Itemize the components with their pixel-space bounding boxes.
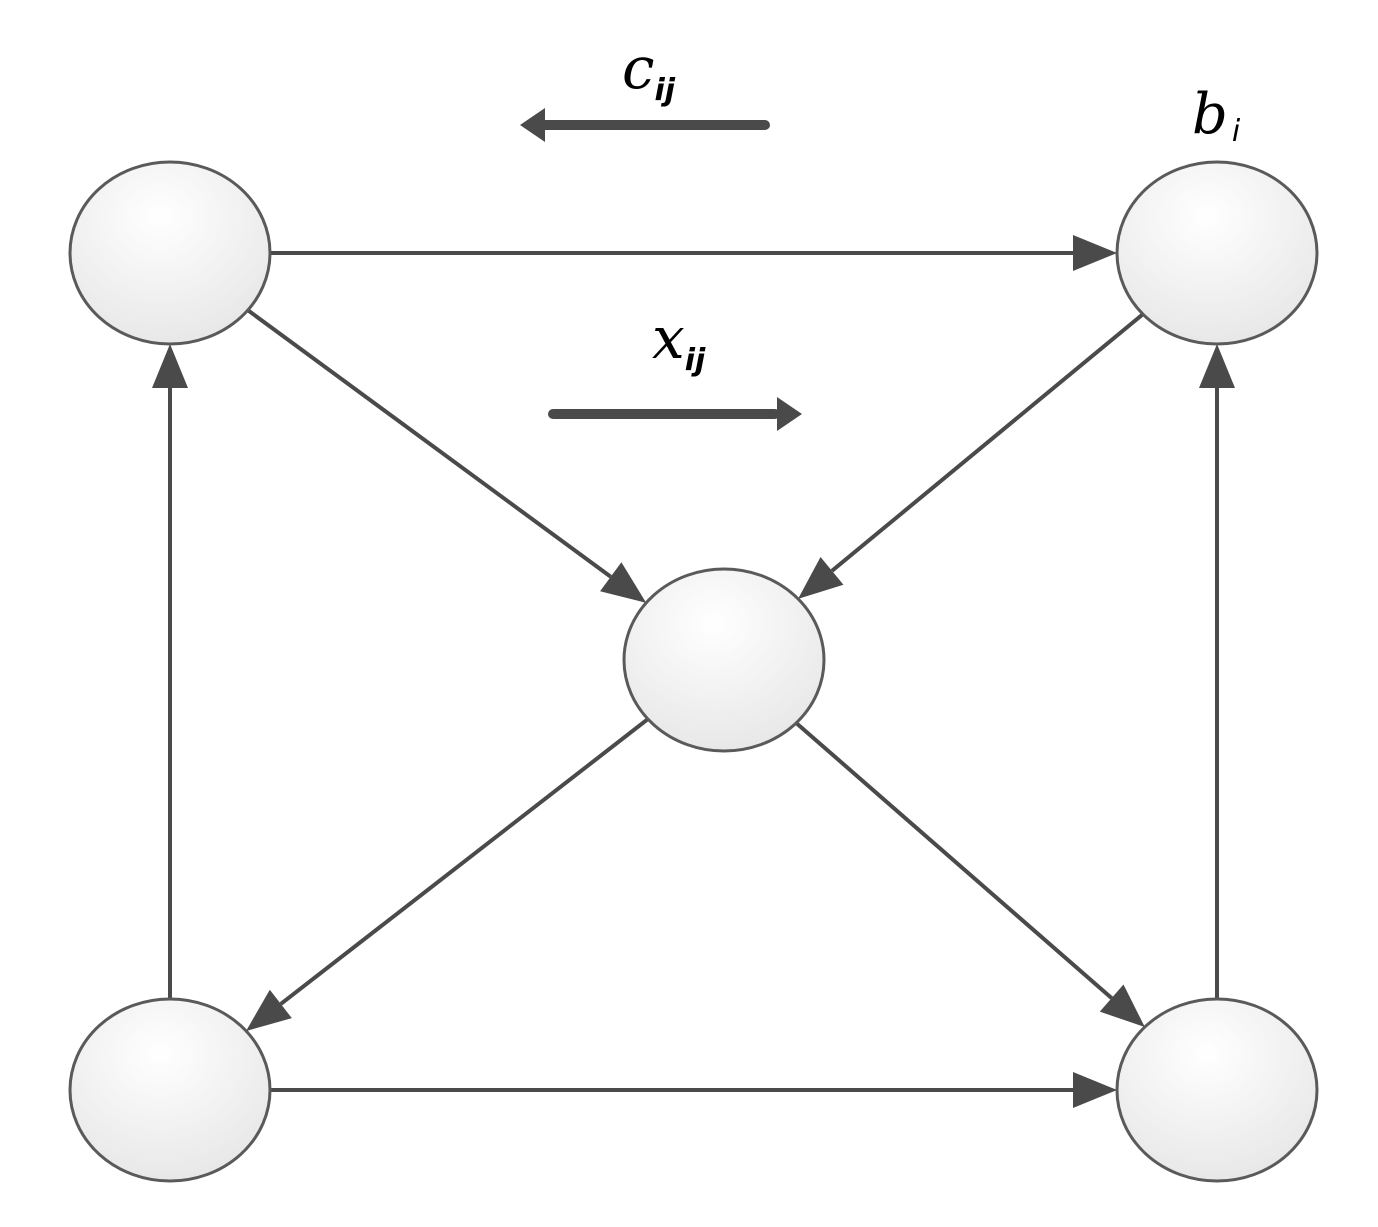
arrowhead-icon: [1199, 344, 1235, 388]
edge-center-to-bottom-left: [246, 717, 650, 1031]
arrowhead-icon: [152, 344, 188, 388]
flow-subscript: ij: [685, 343, 706, 378]
node-top-left: [68, 160, 272, 346]
node-bottom-left: [68, 997, 272, 1183]
edge-top-left-to-center: [246, 308, 647, 603]
edge-bottom-left-to-top-left: [152, 344, 188, 999]
edge-top-left-to-top-right: [270, 235, 1117, 271]
cost-symbol: c: [622, 34, 654, 102]
node-center: [622, 567, 826, 753]
nodes: [68, 160, 1319, 1183]
flow-direction-arrow: [548, 397, 802, 431]
arrowhead-icon: [798, 556, 844, 599]
arrowhead-icon: [1099, 984, 1145, 1028]
cost-label: cij: [622, 34, 676, 108]
cost-subscript: ij: [654, 73, 675, 108]
edge-line: [794, 721, 1113, 1000]
arrowhead-icon: [600, 562, 647, 603]
edge-bottom-right-to-top-right: [1199, 344, 1235, 999]
edge-center-to-bottom-right: [794, 721, 1145, 1028]
supply-symbol: b: [1192, 82, 1228, 147]
arrowhead-icon: [246, 989, 292, 1031]
edge-line: [830, 312, 1145, 573]
flow-label: xij: [652, 304, 706, 378]
cost-direction-arrow: [520, 108, 770, 142]
edge-bottom-left-to-bottom-right: [270, 1072, 1117, 1108]
edge-line: [279, 717, 650, 1006]
node-bottom-right: [1115, 997, 1319, 1183]
supply-subscript: i: [1232, 114, 1241, 149]
edge-top-right-to-center: [798, 312, 1145, 599]
flow-symbol: x: [652, 304, 685, 372]
edges: [152, 235, 1235, 1108]
arrowhead-icon: [1073, 1072, 1117, 1108]
node-top-right: [1115, 160, 1319, 346]
arrowhead-icon: [1073, 235, 1117, 271]
edge-line: [246, 308, 612, 579]
